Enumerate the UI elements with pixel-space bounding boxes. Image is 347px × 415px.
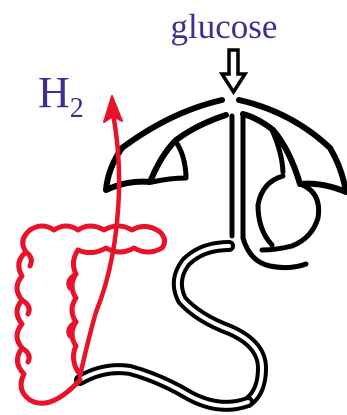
- glucose-label: glucose: [171, 7, 278, 46]
- down-arrow-icon: [222, 50, 245, 92]
- svg-text:H2: H2: [38, 68, 84, 124]
- h2-label: H2: [38, 68, 84, 124]
- h2-subscript: 2: [70, 93, 84, 124]
- up-arrow-icon: [80, 96, 122, 376]
- h2-symbol: H: [38, 68, 70, 117]
